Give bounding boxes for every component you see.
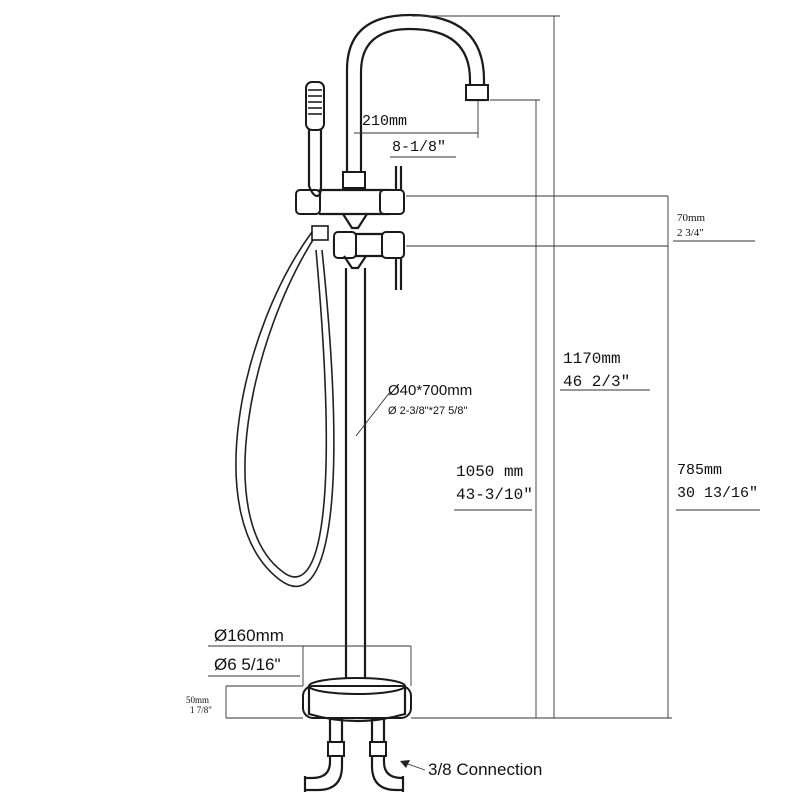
spout-height-metric: 1050 mm	[456, 463, 524, 481]
connection-label: 3/8 Connection	[428, 760, 543, 779]
hand-shower	[235, 81, 335, 588]
faucet-body	[295, 13, 489, 792]
column-size-metric: Ø40*700mm	[388, 382, 473, 399]
base-diameter-imperial: Ø6 5/16"	[214, 655, 281, 674]
handle-spacing-imperial: 2 3/4"	[677, 227, 704, 239]
base-height-metric: 50mm	[186, 695, 210, 705]
spout-reach-imperial: 8-1/8"	[392, 139, 447, 156]
spout-height-imperial: 43-3/10"	[456, 486, 533, 504]
dimension-lines	[208, 15, 760, 771]
column-size-imperial: Ø 2-3/8"*27 5/8"	[388, 405, 468, 417]
handle-height-metric: 785mm	[677, 462, 723, 479]
total-height-imperial: 46 2/3"	[563, 373, 631, 391]
handle-spacing-metric: 70mm	[677, 212, 706, 224]
handle-height-imperial: 30 13/16"	[677, 485, 759, 502]
base-diameter-metric: Ø160mm	[214, 626, 284, 645]
spout-reach-metric: 210mm	[362, 113, 408, 130]
total-height-metric: 1170mm	[563, 350, 621, 368]
base-height-imperial: 1 7/8"	[190, 705, 212, 715]
